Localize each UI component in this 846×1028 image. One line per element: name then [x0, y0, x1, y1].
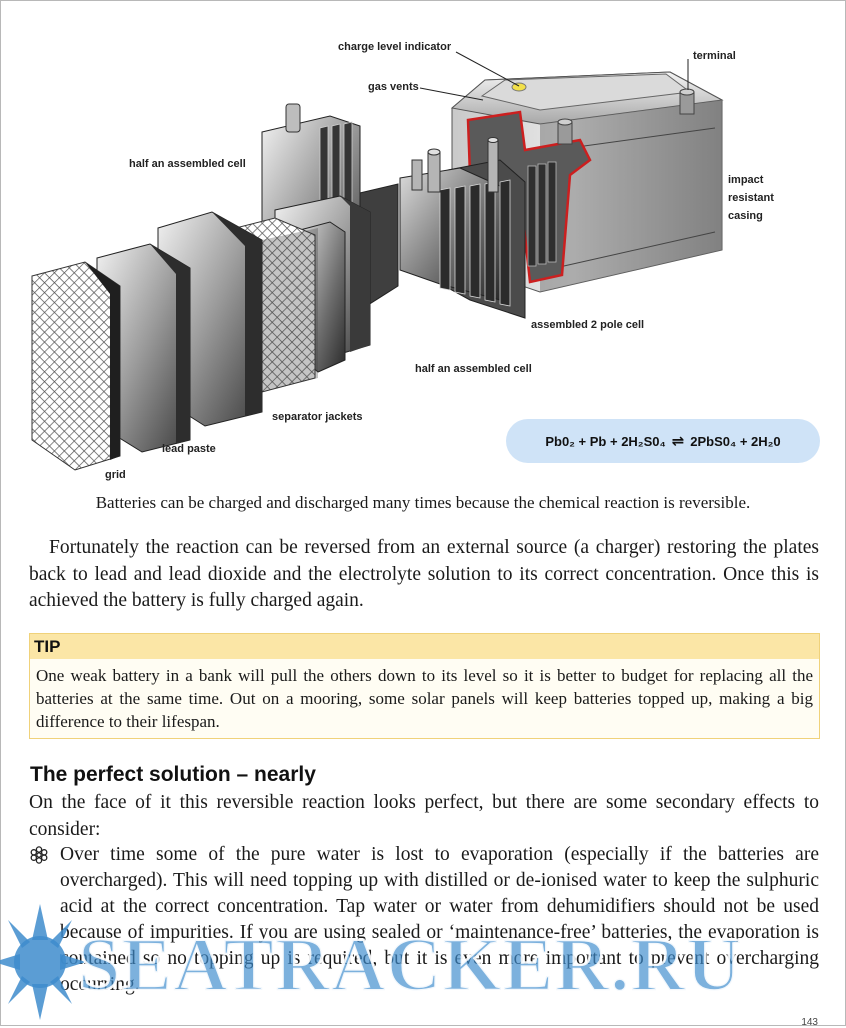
section-heading: The perfect solution – nearly: [30, 763, 316, 786]
label-separator-jackets: separator jackets: [272, 411, 363, 423]
grid-plate: [31, 261, 121, 471]
assembled-2-pole-cell: [399, 137, 526, 319]
page-number: 143: [801, 1017, 818, 1028]
paragraph-secondary-effects: On the face of it this reversible reacti…: [29, 792, 819, 840]
battery-diagram: charge level indicator gas vents termina…: [31, 41, 774, 481]
figure-caption: Batteries can be charged and discharged …: [95, 493, 751, 512]
label-gas-vents: gas vents: [368, 81, 419, 93]
formula-right: 2PbS0₄ + 2H₂0: [690, 433, 781, 449]
bullet-item: Over time some of the pure water is lost…: [29, 842, 819, 998]
label-charge-level-indicator: charge level indicator: [338, 41, 452, 53]
paragraph-reversal: Fortunately the reaction can be reversed…: [29, 537, 819, 611]
label-casing: casing: [728, 210, 763, 222]
label-grid: grid: [105, 469, 126, 481]
label-resistant: resistant: [728, 192, 774, 204]
label-terminal: terminal: [693, 50, 736, 62]
flower-bullet-icon: [30, 846, 48, 864]
label-assembled-2-pole-cell: assembled 2 pole cell: [531, 319, 644, 331]
lead-paste-plate: [96, 211, 263, 453]
formula-left: Pb0₂ + Pb + 2H₂S0₄: [545, 433, 666, 449]
label-impact: impact: [728, 174, 764, 186]
reaction-formula: Pb0₂ + Pb + 2H₂S0₄ ⇌ 2PbS0₄ + 2H₂0: [506, 419, 820, 463]
tip-body: One weak battery in a bank will pull the…: [36, 666, 813, 731]
bullet-text: Over time some of the pure water is lost…: [60, 844, 819, 995]
label-lead-paste: lead paste: [162, 443, 216, 455]
label-half-assembled-cell-top: half an assembled cell: [129, 158, 246, 170]
equilibrium-arrow-icon: ⇌: [671, 432, 685, 450]
label-half-assembled-cell-bottom: half an assembled cell: [415, 363, 532, 375]
tip-box: TIP One weak battery in a bank will pull…: [29, 633, 820, 739]
tip-heading: TIP: [30, 634, 819, 659]
